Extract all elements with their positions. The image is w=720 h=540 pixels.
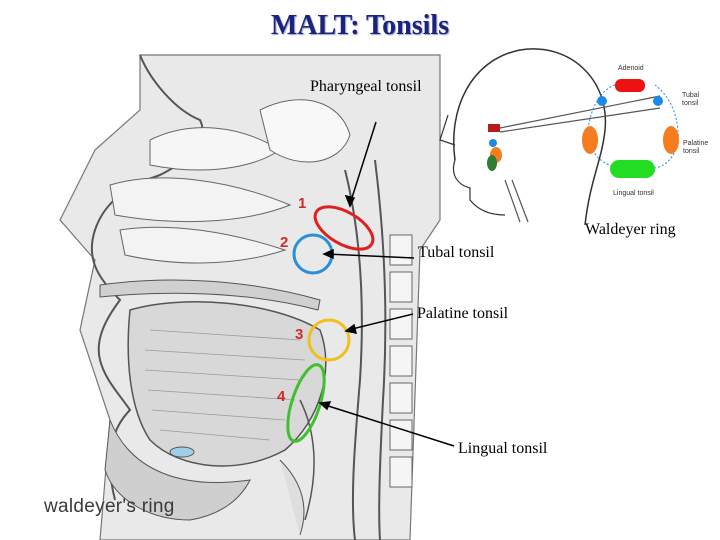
lingual-tonsil-ring [286, 363, 326, 443]
tubal-tonsil-label: Tubal tonsil [418, 244, 495, 261]
adenoid-marker [615, 79, 645, 92]
palatine-tonsil-ring [307, 318, 351, 362]
waldeyer-ring-label: Waldeyer ring [585, 221, 676, 238]
inset-tubal-label: Tubal tonsil [682, 92, 700, 107]
pharyngeal-tonsil-label: Pharyngeal tonsil [310, 78, 422, 95]
number-label-2: 2 [280, 234, 289, 251]
lingual-marker [610, 160, 655, 178]
lingual-tonsil-label: Lingual tonsil [458, 440, 548, 457]
inset-lingual-label: Lingual tonsil [613, 190, 654, 197]
palatine-pointer-line [347, 313, 414, 331]
number-label-1: 1 [298, 195, 307, 212]
pharyngeal-tonsil-ring [313, 205, 375, 251]
page-title: MALT: Tonsils [270, 10, 450, 41]
hyoid-highlight [169, 446, 195, 458]
tubal-pointer-line [325, 253, 415, 259]
lingual-pointer-line [321, 403, 455, 447]
palatine-marker-right [663, 126, 679, 154]
palatine-marker-left [582, 126, 598, 154]
image-caption: waldeyer's ring [44, 496, 175, 517]
inset-palatine-label: Palatine tonsil [683, 140, 709, 155]
pharyngeal-pointer-line [349, 121, 377, 205]
tubal-marker-right [653, 96, 663, 106]
number-label-3: 3 [295, 326, 304, 343]
inset-adenoid-label: Adenoid [618, 65, 644, 72]
number-label-4: 4 [277, 388, 286, 405]
tubal-marker-left [597, 96, 607, 106]
inset-diagram [439, 48, 679, 226]
palatine-tonsil-label: Palatine tonsil [417, 305, 509, 322]
sagittal-section [59, 54, 441, 540]
